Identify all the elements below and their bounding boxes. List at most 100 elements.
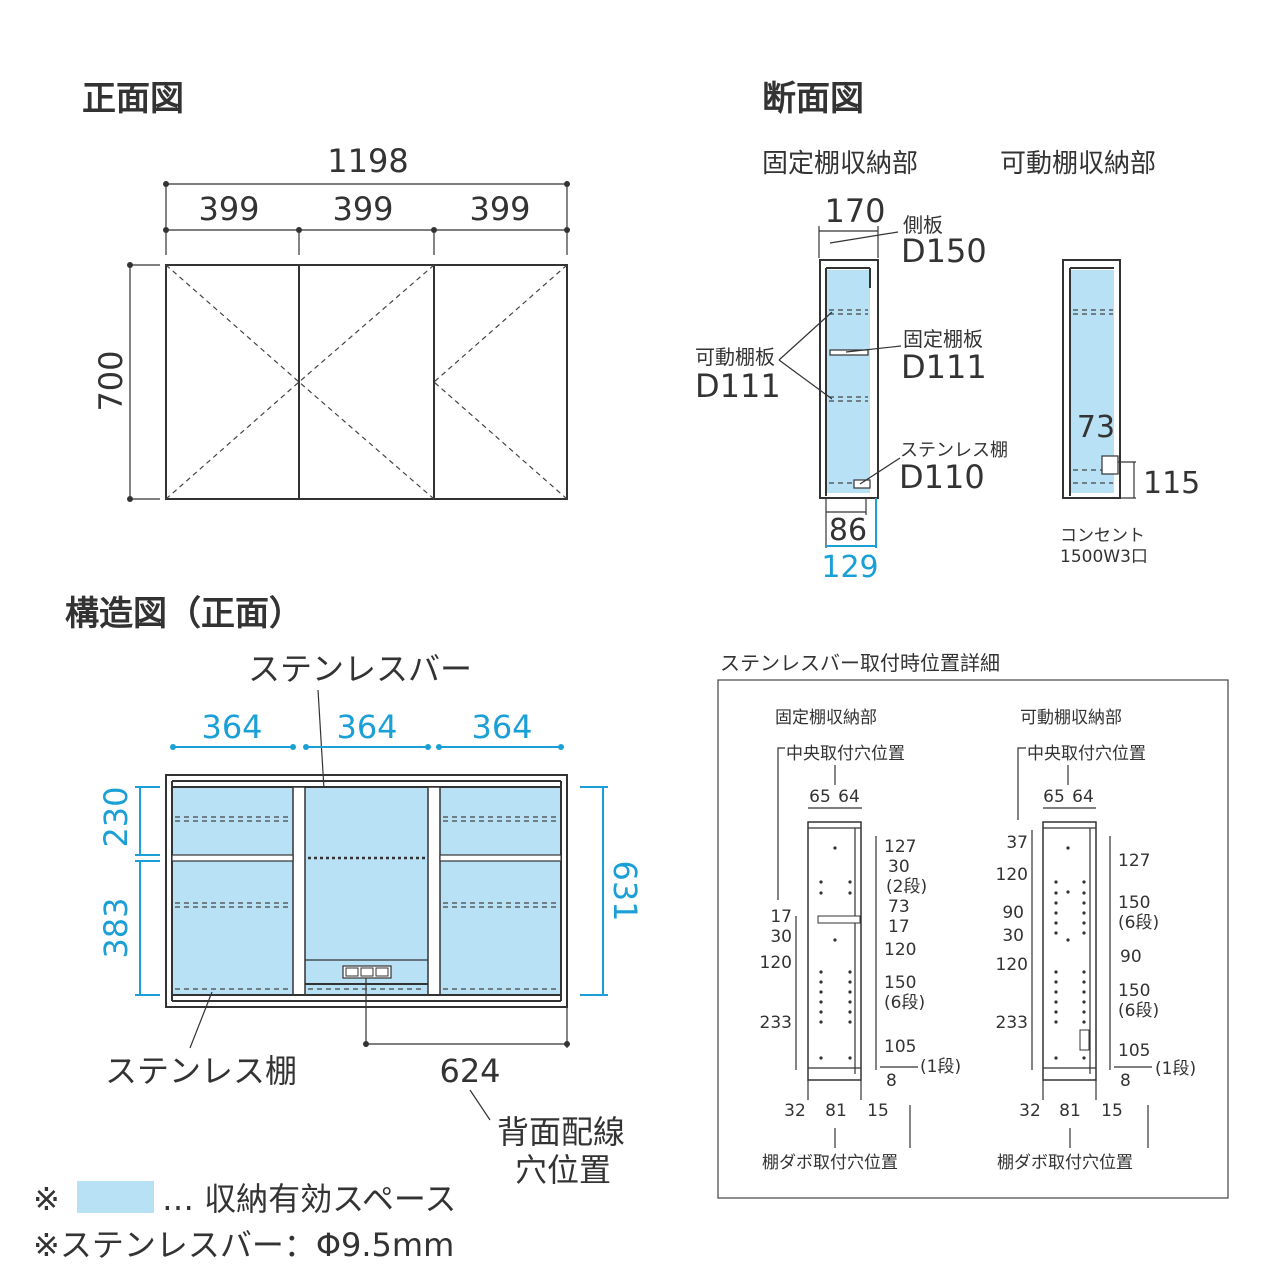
storage-bay-2 [305,787,428,995]
dim-dot [558,744,564,750]
leader-line [469,1089,491,1121]
detail-fixed-r-1dan: (1段) [920,1057,961,1077]
detail-fixed-r-30: 30 [888,857,910,877]
section-fixed-storage [826,270,870,493]
detail-frame [717,679,1229,1199]
detail-movable-l-233: 233 [996,1013,1028,1033]
detail-fixed-l-30: 30 [770,927,792,947]
fixed-shelf [171,854,294,862]
section-dim-86: 86 [829,513,867,548]
detail-movable-top-1: 65 [1043,787,1065,807]
dim-dot [290,744,296,750]
structure-view-title: 構造図（正面） [65,594,303,634]
front-height: 700 [92,350,130,411]
door-swing-line [165,381,300,500]
section-depth: 170 [824,192,885,230]
center-hole-leader [1017,747,1026,820]
outlet-strip [342,965,392,979]
structure-stainless-shelf-label: ステンレス棚 [105,1052,297,1090]
dim-dot [170,744,176,750]
outlet-label: コンセント [1060,526,1145,546]
detail-view-title: ステンレスバー取付時位置詳細 [720,651,1000,675]
outlet-socket-icon [360,967,374,977]
dim-dot [363,1041,369,1047]
detail-movable-l-120b: 120 [996,955,1028,975]
dim-dot [564,1041,570,1047]
legend-mark: ※ [33,1180,60,1218]
legend-storage-label: … 収納有効スペース [162,1180,456,1218]
outlet-socket-icon [375,967,389,977]
stainless-shelf-label: ステンレス棚 [900,440,1008,461]
structure-partition [292,786,306,996]
storage-bay-3 [440,787,561,995]
detail-movable-l-90: 90 [1002,903,1024,923]
fixed-shelf [439,854,562,862]
front-overall-width: 1198 [327,142,408,180]
section-view: 断面図 固定棚収納部 可動棚収納部 170 側板 D150 固定棚板 D111 … [695,79,1200,585]
detail-fixed-r-6dan: (6段) [884,993,925,1013]
outlet-socket-icon [345,967,359,977]
fixed-shelf-label: 固定棚板 [903,327,983,351]
structure-view: 構造図（正面） ステンレスバー 364 364 364 [65,594,644,1189]
structure-partition [427,786,441,996]
wiring-offset: 624 [439,1052,500,1090]
section-movable-outline [1062,259,1121,499]
detail-movable-l-30: 30 [1002,926,1024,946]
detail-fixed-center-hole: 中央取付穴位置 [786,744,905,764]
detail-fixed-r-120: 120 [884,940,916,960]
movable-shelf-label: 可動棚板 [695,345,775,369]
leader-line [189,991,213,1049]
side-panel-label: 側板 [903,213,943,237]
stainless-shelf-board [853,479,871,489]
fixed-shelf-board [829,349,869,356]
detail-movable-r-6danb: (6段) [1118,1001,1159,1021]
section-fixed-outline [819,259,879,499]
dim-dot [564,227,570,233]
detail-fixed: 固定棚収納部 中央取付穴位置 65 64 [760,708,962,1173]
detail-movable-b-32: 32 [1019,1101,1041,1121]
front-door-width-3: 399 [469,190,530,228]
detail-movable-r-6dan: (6段) [1118,913,1159,933]
movable-shelf-depth: D111 [695,367,781,405]
detail-movable-r-8: 8 [1120,1071,1131,1091]
detail-movable-r-127: 127 [1118,851,1150,871]
detail-fixed-r-150: 150 [884,973,916,993]
detail-fixed-r-127: 127 [884,837,916,857]
detail-movable-top-2: 64 [1072,787,1094,807]
detail-fixed-b-81: 81 [825,1101,847,1121]
leader-line [778,359,833,400]
detail-fixed-l-17: 17 [770,907,792,927]
section-dim-115: 115 [1143,466,1200,501]
door-swing-line [298,264,435,383]
detail-fixed-panel [807,821,862,1081]
leader-line [859,457,901,485]
door-swing-line [433,381,568,500]
detail-movable-title: 可動棚収納部 [1020,708,1122,728]
legend: ※ … 収納有効スペース ※ステンレスバー：Φ9.5mm [33,1180,456,1264]
wiring-hole-line2: 穴位置 [515,1151,611,1189]
detail-movable-b-15: 15 [1101,1101,1123,1121]
detail-movable-dowel-label: 棚ダボ取付穴位置 [997,1153,1133,1173]
detail-movable: 可動棚収納部 中央取付穴位置 65 64 [996,708,1197,1173]
detail-fixed-dowel-holes [819,880,852,1060]
stainless-bar-label: ステンレスバー [248,650,472,688]
storage-bay-1 [172,787,293,995]
outlet-box [1101,455,1119,475]
detail-fixed-l-233: 233 [760,1013,792,1033]
front-cabinet-outline [165,264,568,500]
stainless-shelf-depth: D110 [899,458,985,496]
detail-movable-r-150b: 150 [1118,981,1150,1001]
leader-line [845,345,902,353]
detail-movable-r-150: 150 [1118,893,1150,913]
dim-dot [436,744,442,750]
door-swing-line [433,264,568,383]
detail-fixed-r-73: 73 [888,897,910,917]
front-view: 正面図 1198 399 399 399 700 [82,79,570,502]
left-height-1: 230 [97,786,135,847]
detail-fixed-b-32: 32 [784,1101,806,1121]
fixed-shelf-depth: D111 [901,348,987,386]
dim-dot [425,744,431,750]
detail-movable-l-37: 37 [1006,833,1028,853]
detail-fixed-top-1: 65 [809,787,831,807]
